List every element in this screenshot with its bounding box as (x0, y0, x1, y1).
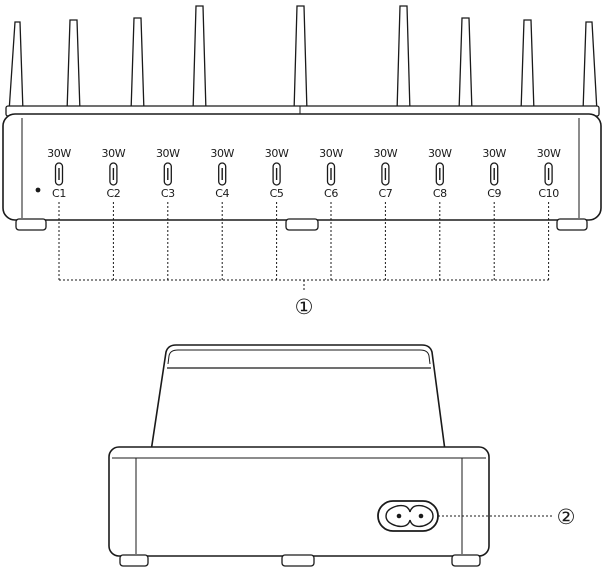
usb-c-port-7: 30W C7 (374, 147, 399, 200)
divider-blade (458, 17, 473, 113)
divider-blade (130, 17, 145, 113)
divider-blade (192, 5, 207, 113)
back-foot-left (119, 554, 149, 567)
usb-c-port-1: 30W C1 (47, 147, 72, 200)
usb-c-port-8: 30W C8 (428, 147, 453, 200)
port-id-label: C6 (324, 187, 338, 200)
back-upper-lip (167, 349, 431, 365)
back-view (108, 344, 490, 567)
ac-power-inlet-icon (377, 500, 439, 532)
callout-inlet-label: ② (557, 505, 576, 529)
port-id-label: C2 (106, 187, 120, 200)
port-id-label: C8 (433, 187, 447, 200)
usb-c-port-10: 30W C10 (537, 147, 562, 200)
usb-c-ports: 30W C1 30W C2 30W C3 30W C4 30W C5 30W C6 30W C7 30W C8… (47, 147, 561, 200)
port-power-label: 30W (428, 147, 452, 160)
divider-blade (520, 19, 535, 113)
port-power-label: 30W (210, 147, 234, 160)
divider-blade (396, 5, 411, 113)
front-foot-right (556, 218, 588, 231)
port-power-label: 30W (102, 147, 126, 160)
port-power-label: 30W (374, 147, 398, 160)
front-foot-left (15, 218, 47, 231)
port-power-label: 30W (47, 147, 71, 160)
usb-c-port-5: 30W C5 (265, 147, 290, 200)
port-id-label: C9 (487, 187, 501, 200)
port-id-label: C5 (270, 187, 284, 200)
port-id-label: C10 (538, 187, 559, 200)
back-upper-housing (149, 344, 447, 459)
callout-1-leaders (58, 202, 550, 290)
divider-blade (582, 21, 598, 113)
front-base-body (2, 113, 602, 221)
divider-blades (8, 5, 598, 113)
port-power-label: 30W (319, 147, 343, 160)
port-power-label: 30W (537, 147, 561, 160)
callout-ports-label: ① (295, 295, 314, 319)
back-base-body (108, 446, 490, 557)
port-id-label: C3 (161, 187, 175, 200)
power-led-icon (35, 187, 41, 193)
usb-c-port-9: 30W C9 (482, 147, 507, 200)
port-id-label: C4 (215, 187, 229, 200)
front-view: 30W C1 30W C2 30W C3 30W C4 30W C5 30W C6 30W C7 30W C8… (2, 5, 602, 231)
port-id-label: C7 (378, 187, 392, 200)
back-foot-right (451, 554, 481, 567)
port-power-label: 30W (156, 147, 180, 160)
back-foot-middle (281, 554, 315, 567)
usb-c-port-6: 30W C6 (319, 147, 344, 200)
usb-c-port-2: 30W C2 (102, 147, 127, 200)
port-power-label: 30W (265, 147, 289, 160)
port-id-label: C1 (52, 187, 66, 200)
usb-c-port-3: 30W C3 (156, 147, 181, 200)
port-power-label: 30W (482, 147, 506, 160)
usb-c-port-4: 30W C4 (210, 147, 235, 200)
divider-blade (293, 5, 308, 113)
front-foot-middle (285, 218, 319, 231)
divider-blade (66, 19, 81, 113)
divider-blade (8, 21, 24, 113)
